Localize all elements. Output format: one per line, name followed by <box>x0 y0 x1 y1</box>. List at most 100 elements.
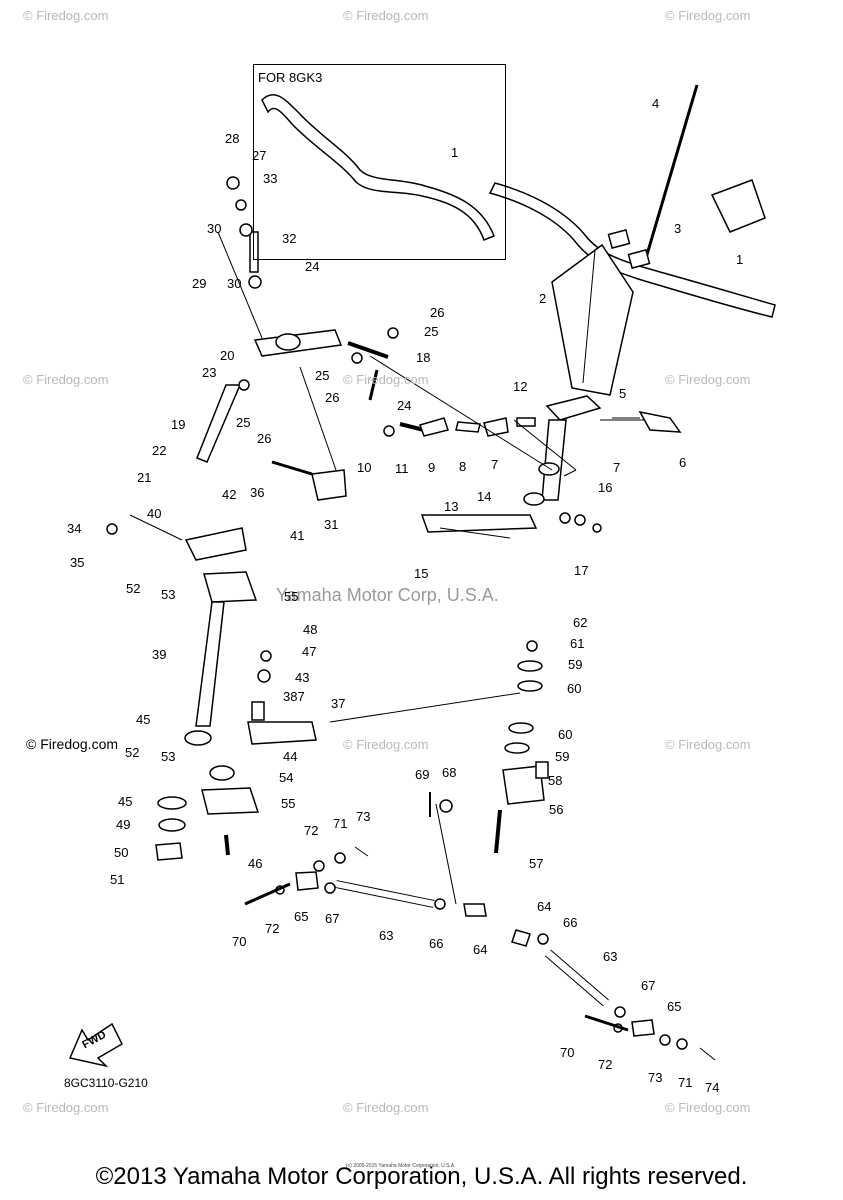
part-label: 31 <box>324 517 339 532</box>
part-label: 73 <box>648 1070 663 1085</box>
part-label: 28 <box>225 131 240 146</box>
part-label: 18 <box>416 350 431 365</box>
part-label: 53 <box>161 587 176 602</box>
part-label: 58 <box>548 773 563 788</box>
part-label: 22 <box>152 443 167 458</box>
part-label: 59 <box>568 657 583 672</box>
part-label: 67 <box>641 978 656 993</box>
watermark: © Firedog.com <box>665 1100 751 1115</box>
part-label: 9 <box>428 460 436 475</box>
watermark: © Firedog.com <box>23 8 109 23</box>
part-label: 65 <box>294 909 309 924</box>
part-label: 60 <box>558 727 573 742</box>
fwd-arrow <box>68 1022 123 1068</box>
part-label: 24 <box>397 398 412 413</box>
part-label: 11 <box>395 461 409 476</box>
part-label: 64 <box>537 899 552 914</box>
part-label: 7 <box>613 460 621 475</box>
relay-arm <box>247 721 317 745</box>
part-label: 67 <box>325 911 340 926</box>
part-label: 10 <box>357 460 372 475</box>
part-label: 68 <box>442 765 457 780</box>
watermark-dark: © Firedog.com <box>26 736 119 752</box>
variant-callout-box: FOR 8GK3 <box>253 64 506 260</box>
footer-copyright: ©2013 Yamaha Motor Corporation, U.S.A. A… <box>95 1163 748 1190</box>
part-label: 5 <box>619 386 627 401</box>
part-label: 16 <box>598 480 613 495</box>
part-label: 45 <box>136 712 151 727</box>
part-label: 51 <box>110 872 125 887</box>
watermark: © Firedog.com <box>343 1100 429 1115</box>
watermark: © Firedog.com <box>23 1100 109 1115</box>
small-copyright: (c) 2005-2015 Yamaha Motor Corporation, … <box>346 1163 456 1169</box>
part-label: 8 <box>459 459 467 474</box>
watermark: © Firedog.com <box>23 372 109 387</box>
part-label: 66 <box>563 915 578 930</box>
part-label: 74 <box>705 1080 720 1095</box>
part-label: 66 <box>429 936 444 951</box>
part-label: 41 <box>290 528 305 543</box>
steering-column-shaft <box>541 419 567 501</box>
part-label: 52 <box>126 581 141 596</box>
handlebar-cover <box>551 243 634 396</box>
part-label: 70 <box>232 934 247 949</box>
callout-title: FOR 8GK3 <box>258 70 323 85</box>
part-label: 40 <box>147 506 162 521</box>
part-label: 56 <box>549 802 564 817</box>
part-label: 2 <box>539 291 547 306</box>
part-label: 72 <box>265 921 280 936</box>
part-label: 17 <box>574 563 589 578</box>
part-label: 30 <box>207 221 222 236</box>
part-label: 39 <box>152 647 167 662</box>
part-label: 42 <box>222 487 237 502</box>
part-label: 1 <box>451 145 459 160</box>
part-label: 1 <box>736 252 744 267</box>
part-label: 45 <box>118 794 133 809</box>
callout-handlebar <box>261 94 495 241</box>
part-label: 63 <box>379 928 394 943</box>
tie-rod <box>196 384 242 463</box>
part-code: 8GC3110-G210 <box>64 1076 148 1090</box>
watermark: © Firedog.com <box>343 8 429 23</box>
part-label: 387 <box>283 689 305 704</box>
center-watermark: Yamaha Motor Corp, U.S.A. <box>276 585 499 605</box>
part-label: 26 <box>325 390 340 405</box>
bushing-50 <box>155 842 183 861</box>
watermark: © Firedog.com <box>343 737 429 752</box>
part-label: 61 <box>570 636 585 651</box>
part-label: 20 <box>220 348 235 363</box>
part-label: 69 <box>415 767 430 782</box>
part-label: 65 <box>667 999 682 1014</box>
watermark: © Firedog.com <box>343 372 429 387</box>
part-label: 14 <box>477 489 492 504</box>
part-label: 15 <box>414 566 429 581</box>
part-label: 59 <box>555 749 570 764</box>
part-label: 7 <box>491 457 499 472</box>
watermark: © Firedog.com <box>665 737 751 752</box>
part-label: 71 <box>678 1075 693 1090</box>
steering-housing-lower <box>201 787 260 815</box>
part-label: 47 <box>302 644 317 659</box>
part-label: 6 <box>679 455 687 470</box>
part-label: 26 <box>257 431 272 446</box>
part-label: 70 <box>560 1045 575 1060</box>
part-label: 44 <box>283 749 298 764</box>
part-label: 73 <box>356 809 371 824</box>
part-label: 12 <box>513 379 528 394</box>
part-label: 53 <box>161 749 176 764</box>
part-label: 25 <box>236 415 251 430</box>
lower-steering-shaft <box>195 601 225 727</box>
handlebar <box>488 182 776 318</box>
part-label: 50 <box>114 845 129 860</box>
part-label: 72 <box>304 823 319 838</box>
part-label: 48 <box>303 622 318 637</box>
steering-housing-upper <box>203 571 258 603</box>
part-label: 34 <box>67 521 82 536</box>
upper-link-rod <box>347 341 389 359</box>
part-label: 21 <box>137 470 152 485</box>
part-label: 55 <box>281 796 296 811</box>
part-label: 24 <box>305 259 320 274</box>
part-label: 71 <box>333 816 348 831</box>
part-label: 46 <box>248 856 263 871</box>
part-label: 36 <box>250 485 265 500</box>
